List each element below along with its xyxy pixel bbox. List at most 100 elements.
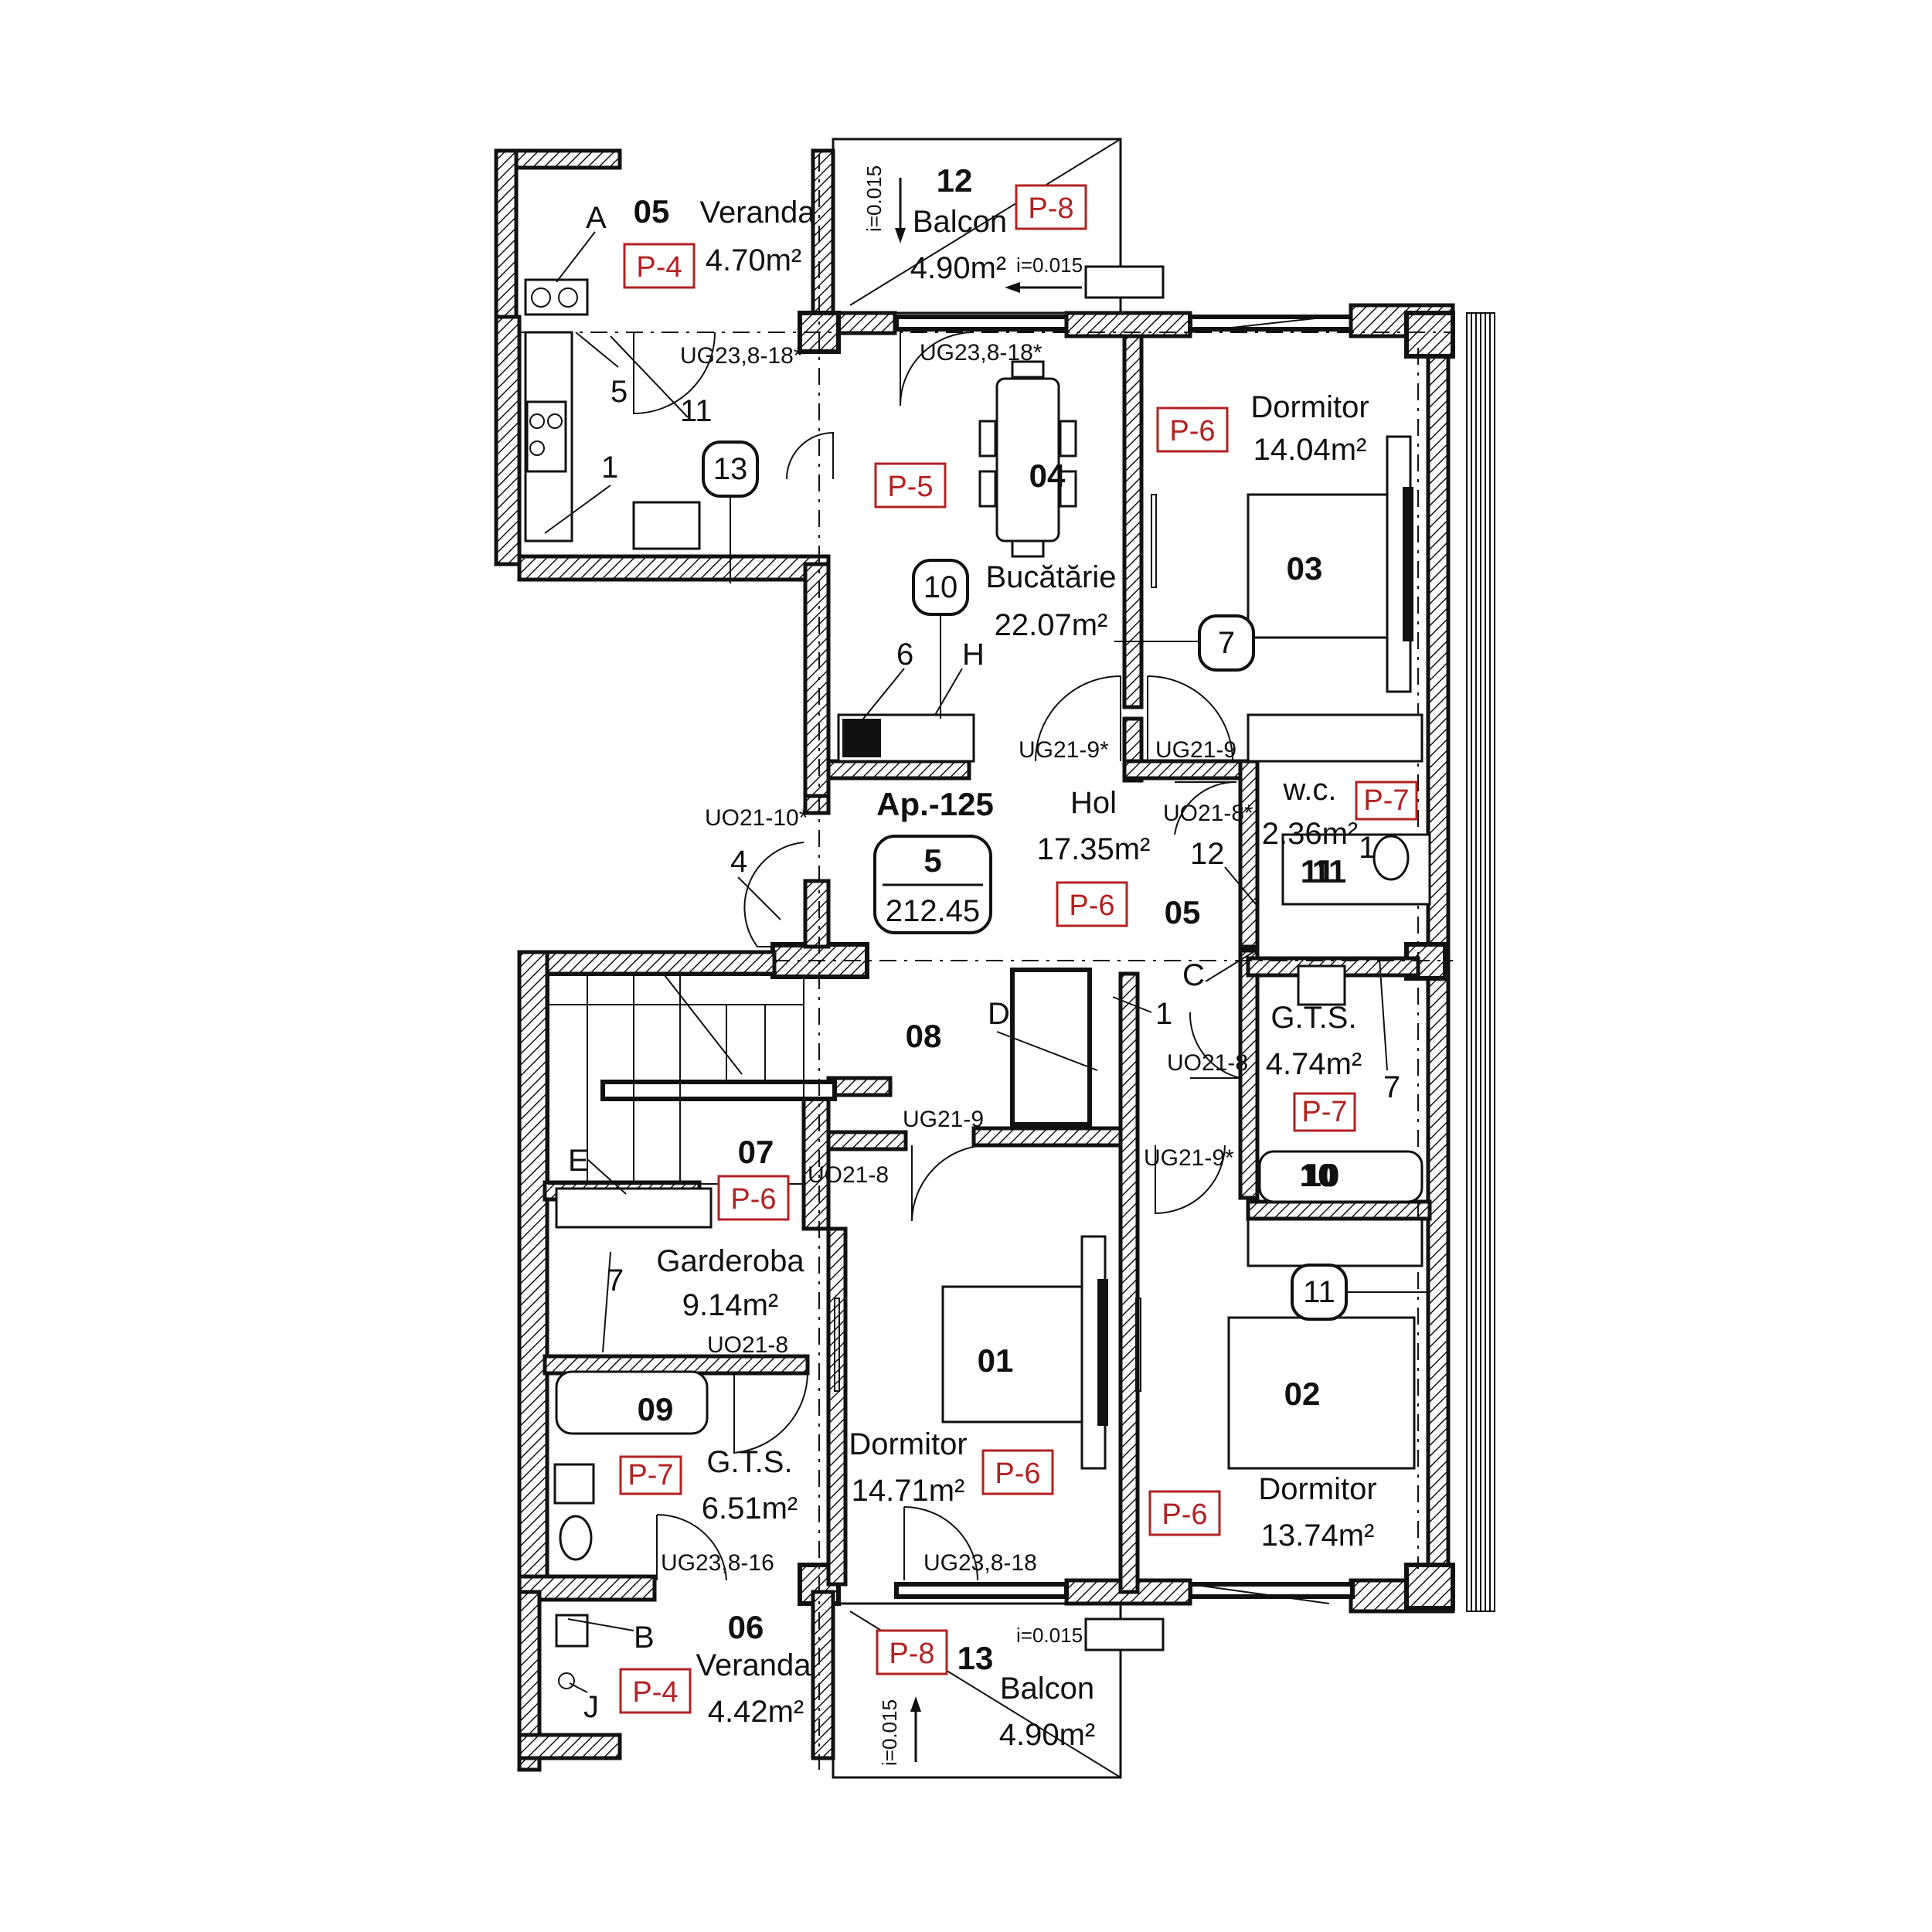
room-area: 4.90m² <box>999 1718 1096 1752</box>
room-name: Dormitor <box>849 1427 967 1461</box>
room-name: G.T.S. <box>1270 1001 1356 1035</box>
bubble-number: 7 <box>1218 626 1235 660</box>
room-09-gts: 09 G.T.S. 6.51m² P-7 <box>619 1391 798 1526</box>
door-label: UG23,8-18* <box>680 343 803 369</box>
walls <box>494 148 1455 1772</box>
door-label: UG21-9* <box>1019 737 1109 763</box>
callout-number: 7 <box>1383 1070 1400 1104</box>
bubble-number: 10 <box>923 570 958 604</box>
room-number: 02 <box>1284 1376 1321 1412</box>
rooms-count: 5 <box>923 842 941 879</box>
door-label: UO21-8 <box>707 1332 788 1358</box>
room-07-garderoba: 07 Garderoba 9.14m² P-6 <box>656 1134 804 1322</box>
finish-tag: P-5 <box>887 471 933 503</box>
finish-tag: P-7 <box>1301 1096 1347 1128</box>
finish-tag: P-8 <box>889 1638 934 1670</box>
callout-letter: E <box>568 1144 589 1178</box>
slope-label: i=0.015 <box>862 165 886 232</box>
callout-number: 12 <box>1190 837 1225 871</box>
room-area: 4.70m² <box>706 243 802 277</box>
room-area: 13.74m² <box>1261 1519 1375 1553</box>
finish-tag: P-4 <box>632 1676 678 1709</box>
bubble-number: 11 <box>1303 1275 1335 1309</box>
callout-number: 1 <box>601 451 618 485</box>
room-01-dormitor: 01 Dormitor 14.71m² P-6 <box>849 1342 1054 1508</box>
callout-letter: C <box>1182 958 1205 992</box>
door-label: UG21-9* <box>1144 1145 1234 1171</box>
room-number: 11 <box>1301 853 1335 889</box>
finish-tag: P-6 <box>730 1183 776 1216</box>
axis-lines <box>519 155 1453 1770</box>
bath-fixture-label: 10 <box>1304 1157 1340 1193</box>
room-12-balcon: 12 Balcon 4.90m² P-8 <box>910 162 1087 285</box>
finish-tag: P-7 <box>1363 784 1409 817</box>
kitchen-fixtures <box>524 278 1077 558</box>
room-area: 22.07m² <box>995 608 1108 642</box>
room-name: Balcon <box>913 205 1007 239</box>
room-name: w.c. <box>1283 773 1337 807</box>
wc-fixture-label: 11 <box>1312 853 1346 889</box>
finish-tag: P-6 <box>1069 889 1114 922</box>
finish-tag: P-6 <box>1162 1498 1207 1531</box>
room-name: Veranda <box>699 196 815 230</box>
door-label: UO21-10* <box>705 805 808 831</box>
room-11-wc: 11 w.c. 2.36m² P-7 <box>1262 773 1418 889</box>
callout-letter: B <box>634 1621 655 1655</box>
door-label: UO21-8* <box>1163 801 1253 826</box>
room-05-hol: 05 Hol 17.35m² P-6 <box>1037 786 1201 930</box>
finish-tag: P-6 <box>1169 415 1215 447</box>
room-08: 08 <box>906 1018 942 1054</box>
room-10-gts: 10 G.T.S. 4.74m² P-7 <box>1266 1001 1362 1193</box>
room-area: 2.36m² <box>1262 817 1359 851</box>
callout-number: 1 <box>1155 997 1172 1031</box>
room-number: 04 <box>1029 457 1066 494</box>
door-label: UO21-8 <box>808 1162 889 1188</box>
total-area: 212.45 <box>886 894 980 928</box>
room-area: 4.74m² <box>1266 1047 1362 1081</box>
room-number: 05 <box>1165 894 1201 930</box>
bathroom-fixtures <box>553 713 1431 1689</box>
room-number: 07 <box>738 1134 774 1170</box>
room-04-bucatarie: 04 Bucătărie 22.07m² P-5 <box>874 457 1116 642</box>
door-label: UO21-8 <box>1167 1050 1248 1076</box>
room-number: 10 <box>1300 1157 1336 1193</box>
callouts: A 5 11 1 6 H 4 12 1 C D 1 7 E 7 B J <box>544 201 1400 1724</box>
room-area: 17.35m² <box>1037 832 1151 866</box>
callout-number: 4 <box>730 845 747 879</box>
callout-number: 6 <box>896 638 913 672</box>
bedroom-fixtures <box>834 435 1423 1470</box>
room-area: 4.90m² <box>910 251 1007 285</box>
room-06-veranda: 06 Veranda 4.42m² P-4 <box>619 1609 811 1729</box>
door-label: UG21-9 <box>1155 737 1236 763</box>
callout-letter: J <box>583 1690 599 1724</box>
room-number: 03 <box>1287 550 1323 587</box>
finish-tag: P-7 <box>628 1459 673 1492</box>
fixture-labels: 11 10 <box>1304 853 1347 1193</box>
slope-label: i=0.015 <box>1016 1624 1083 1647</box>
facade-strip <box>1466 312 1495 1612</box>
door-label: UG23,8-18* <box>920 340 1043 366</box>
bubble-number: 13 <box>713 452 748 486</box>
room-number: 13 <box>957 1640 994 1676</box>
room-13-balcon: 13 Balcon 4.90m² P-8 <box>876 1629 1096 1752</box>
room-name: Dormitor <box>1258 1472 1376 1506</box>
callout-letter: H <box>962 638 985 672</box>
room-number: 09 <box>638 1391 674 1427</box>
room-03-dormitor: 03 Dormitor 14.04m² P-6 <box>1156 390 1369 587</box>
callout-number: 5 <box>611 375 628 409</box>
balcony-12 <box>832 138 1165 315</box>
finish-tag: P-8 <box>1028 192 1073 225</box>
room-number: 01 <box>978 1342 1014 1379</box>
room-name: Garderoba <box>656 1244 804 1278</box>
room-name: Hol <box>1070 786 1117 820</box>
door-label: UG23,8-18 <box>923 1550 1037 1576</box>
slope-label: i=0.015 <box>1016 253 1083 277</box>
room-name: Balcon <box>1000 1672 1094 1706</box>
room-area: 6.51m² <box>702 1492 798 1526</box>
room-number: 08 <box>906 1018 942 1054</box>
apartment-summary: Ap.-125 5 212.45 <box>873 786 994 934</box>
callout-number: 1 <box>1359 831 1376 865</box>
slope-label: i=0.015 <box>878 1699 901 1766</box>
finish-tag: P-4 <box>636 251 682 284</box>
